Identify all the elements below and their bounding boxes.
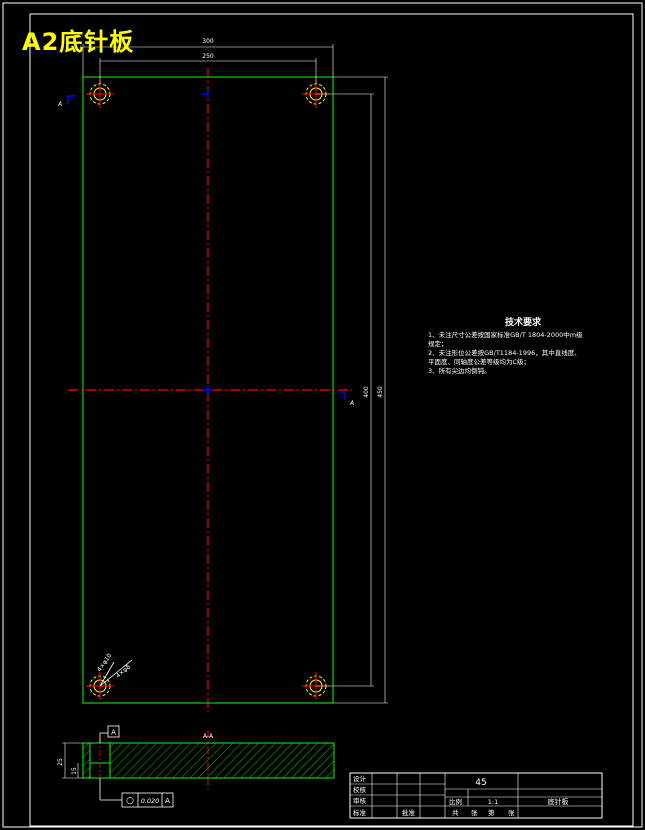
dim-25-text: 25 — [57, 758, 64, 766]
section-hole-cut — [89, 742, 111, 779]
dim-400-text: 400 — [363, 386, 370, 398]
section-mark-right: A — [339, 391, 354, 407]
hole-callout-2: 4×φ10 — [96, 652, 114, 673]
hole-leader-2 — [99, 661, 115, 687]
dim-250-text: 250 — [202, 53, 214, 60]
hole-leader-1 — [99, 659, 133, 687]
tb-scale-value: 1:1 — [488, 798, 498, 806]
svg-text:A: A — [349, 400, 354, 407]
tb-label-approve: 批准 — [402, 808, 416, 817]
tech-note-3: 3、所有尖边均倒钝。 — [428, 367, 491, 375]
dim-300-text: 300 — [202, 38, 214, 45]
inner-frame — [29, 13, 634, 827]
tb-label-standard: 标准 — [353, 808, 367, 817]
tb-label-design: 设计 — [353, 774, 367, 783]
svg-text:A: A — [57, 101, 62, 108]
tb-sheet-unit-2: 张 — [508, 808, 515, 817]
tolerance-frame — [121, 792, 174, 808]
hole-top-left — [86, 80, 114, 108]
tolerance-value: 0.020 — [141, 797, 160, 805]
plate-outline — [82, 76, 334, 704]
section-view-label: A-A — [203, 733, 214, 740]
title-block — [349, 772, 603, 819]
section-mark-top: A — [57, 95, 76, 108]
tolerance-reference: A — [165, 797, 170, 805]
tb-sheet-unit-1: 张 — [471, 808, 478, 817]
tolerance-symbol: ○ — [126, 796, 134, 806]
datum-letter: A — [111, 729, 116, 737]
tb-label-check: 校核 — [353, 785, 367, 794]
tb-material: 45 — [475, 778, 486, 788]
tech-note-2: 2、未注形位公差按GB/T1184-1996，其中直线度、 — [428, 349, 581, 357]
tb-sheet-total: 共 — [452, 808, 459, 817]
tb-part-name: 底针板 — [548, 797, 569, 806]
tech-requirements: 技术要求 1、未注尺寸公差按国家标准GB/T 1804-2000中m级 规定； … — [428, 319, 618, 376]
tech-note-1-cont: 规定； — [428, 340, 448, 348]
drawing-title: A2底针板 — [22, 28, 135, 56]
tech-requirements-title: 技术要求 — [504, 318, 541, 328]
tb-sheet-number: 第 — [488, 808, 495, 817]
center-mark-top — [202, 90, 209, 98]
dim-15-text: 15 — [71, 767, 78, 775]
section-body — [82, 742, 335, 779]
tech-note-1: 1、未注尺寸公差按国家标准GB/T 1804-2000中m级 — [428, 331, 583, 339]
datum-box — [107, 725, 120, 738]
dim-450-text: 450 — [377, 386, 384, 398]
hole-callout-1: 4×φ8 — [115, 663, 132, 679]
center-mark-middle — [203, 385, 213, 395]
tech-note-2-cont: 平面度、同轴度公差等级均为C级； — [428, 358, 531, 366]
tb-scale-label: 比例 — [449, 797, 462, 806]
tb-label-review: 审核 — [353, 796, 367, 805]
